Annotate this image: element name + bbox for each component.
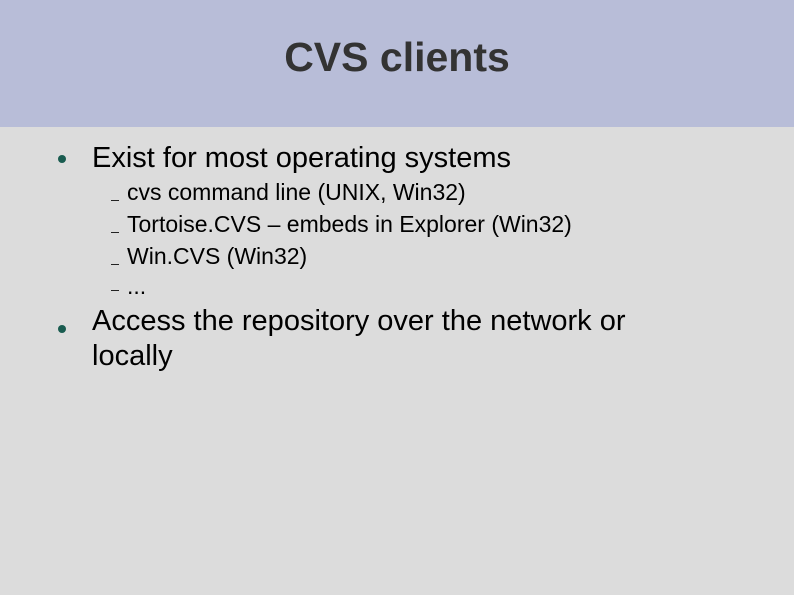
bullet-item-continuation: locally [92,340,173,372]
sub-bullet-item: Win.CVS (Win32) [127,243,308,269]
dash-bullet-icon [111,264,119,265]
bullet-item: Exist for most operating systems [92,142,512,174]
slide-title: CVS clients [284,34,510,80]
dash-bullet-icon [111,200,119,201]
slide-title-bar: CVS clients [0,0,794,127]
sub-bullet-item: Tortoise.CVS – embeds in Explorer (Win32… [127,211,572,237]
dash-bullet-icon [111,232,119,233]
slide-body: Exist for most operating systems cvs com… [0,127,794,595]
bullet-dot-icon [58,325,66,333]
bullet-item: Access the repository over the network o… [92,305,626,337]
bullet-dot-icon [58,155,66,163]
sub-bullet-item: ... [127,273,147,299]
sub-bullet-item: cvs command line (UNIX, Win32) [127,179,466,205]
dash-bullet-icon [111,290,119,291]
